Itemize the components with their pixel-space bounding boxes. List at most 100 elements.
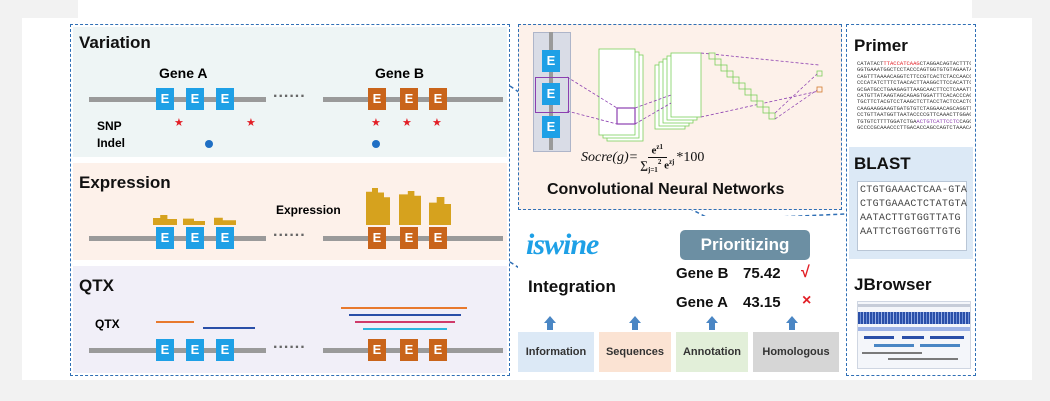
jbrowser-title: JBrowser [854, 275, 932, 294]
seq-line: TGCTTCTACGTCCTAAGCTCTTACCTACTCCACTGTGT [857, 98, 971, 106]
formula-sum-sup: 2 [657, 157, 662, 166]
indel-dot-icon [205, 140, 213, 148]
gap-dots: ...... [273, 84, 306, 101]
seq-line: GCGATGCCTGAAGAGTTAAGCAACTTCCTCAAATTCG [857, 85, 971, 93]
jb-track [858, 327, 970, 331]
gene-track [89, 236, 266, 241]
jb-feature [862, 352, 922, 354]
expression-bar [214, 217, 236, 225]
gene-track [89, 97, 266, 102]
seq-line: CAAGAAGGAAGTGATGTGTCTAGGAACAGCAGGTTCGT [857, 104, 971, 112]
exon: E [368, 227, 386, 249]
expression-label: Expression [276, 203, 341, 217]
expression-bar [399, 191, 421, 225]
source-homologous: Homologous [753, 332, 839, 372]
blast-section: BLAST CTGTGAAACTCAA-GTA CTGTGAAACTCTATGT… [849, 147, 973, 259]
expression-bar [153, 215, 177, 225]
jb-track [858, 312, 970, 324]
indel-dot-icon [372, 140, 380, 148]
top-strip [78, 0, 972, 18]
jb-feature [920, 344, 960, 347]
seq-line: CCCATATCTTTCTAACACTTAAGGCTTCCACATTCTA [857, 79, 971, 87]
primer-sequence: CATATACTTTACCATCAAGCTAGGACAGTACTTTGGG GG… [857, 61, 971, 141]
integration-title: Integration [528, 277, 616, 296]
qtx-section: QTX QTX ...... E E E E E E [73, 266, 507, 373]
exon: E [156, 227, 174, 249]
formula-sum-sub: j=1 [647, 165, 658, 174]
exon: E [400, 339, 418, 361]
prioritizing-badge: Prioritizing [680, 230, 810, 260]
formula-sum: ∑ [640, 159, 648, 172]
blast-line: CTGTGAAACTCAA-GTA [860, 185, 968, 196]
cnn-title: Convolutional Neural Networks [547, 181, 785, 198]
indel-label: Indel [97, 136, 126, 150]
exon: E [156, 339, 174, 361]
gap-dots: ...... [273, 335, 306, 352]
tools-panel: Primer CATATACTTTACCATCAAGCTAGGACAGTACTT… [846, 24, 976, 376]
seq-line: CATGTTATAAGTAGCAGAGTGGATTTCACACCCAGGT [857, 92, 971, 100]
exon: E [429, 88, 447, 110]
exon: E [542, 83, 560, 105]
exon: E [400, 227, 418, 249]
blast-title: BLAST [854, 154, 911, 173]
blast-line: AATACTTGTGGTTATG [860, 213, 961, 224]
snp-star-icon: ★ [246, 117, 256, 129]
exon: E [216, 339, 234, 361]
iswine-logo: iswine [526, 228, 599, 262]
cnn-network [566, 48, 823, 142]
jb-feature [888, 358, 958, 360]
expression-bar [429, 197, 451, 225]
snp-label: SNP [97, 119, 122, 133]
exon: E [216, 88, 234, 110]
jbrowser-thumbnail [857, 301, 971, 369]
blast-alignment: CTGTGAAACTCAA-GTA CTGTGAAACTCTATGTA AATA… [857, 181, 967, 251]
snp-star-icon: ★ [432, 117, 442, 129]
seq-line: TGTGTCTTTTGGATCTGAACTGTCATTCCTCCAGCCA [857, 117, 971, 125]
exon: E [542, 50, 560, 72]
formula-num-sup: z1 [656, 143, 664, 151]
jb-feature [902, 336, 924, 339]
cnn-panel: E E E Socre(g)= ez1 ∑j=1 [518, 24, 842, 210]
jb-feature [874, 344, 914, 347]
exon: E [156, 88, 174, 110]
qtx-interval [349, 314, 461, 316]
qtx-interval [156, 321, 194, 323]
formula-fraction: ez1 ∑j=12 ezj [640, 143, 674, 174]
gene-b-label: Gene B [375, 65, 425, 81]
source-annotation: Annotation [676, 332, 748, 372]
variation-title: Variation [79, 33, 151, 52]
jb-ruler [858, 304, 970, 307]
expression-section: Expression Expression ...... E E E E E E [73, 163, 507, 260]
formula-numerator: ez1 [647, 143, 668, 158]
cross-icon: × [802, 292, 812, 309]
exon: E [368, 339, 386, 361]
integration-panel: iswine Integration Prioritizing Gene B 7… [518, 216, 842, 376]
exon: E [429, 227, 447, 249]
expression-bar [183, 218, 205, 225]
expression-title: Expression [79, 173, 171, 192]
formula-lhs: Socre(g)= [581, 150, 639, 166]
gene-track [89, 348, 266, 353]
left-panel [70, 24, 510, 376]
result-gene: Gene A [676, 294, 728, 311]
iswine-logo-text: iswine [526, 228, 599, 261]
exon: E [186, 88, 204, 110]
qtx-interval [355, 321, 455, 323]
result-score: 43.15 [743, 294, 781, 311]
result-score: 75.42 [743, 265, 781, 282]
formula-den-sup: zj [668, 157, 675, 166]
formula-denominator: ∑j=12 ezj [640, 158, 674, 174]
snp-star-icon: ★ [402, 117, 412, 129]
seq-line: GCCCCGCAAACCCTTGACACCAGCCAGTCTAAACACTG [857, 124, 971, 132]
check-icon: √ [801, 264, 810, 281]
formula-tail: *100 [676, 150, 705, 166]
blast-line: AATTCTGGTGGTTGTG [860, 227, 961, 238]
gene-a-label: Gene A [159, 65, 208, 81]
exon: E [542, 116, 560, 138]
exon: E [186, 339, 204, 361]
qtx-label: QTX [95, 317, 120, 331]
source-sequences: Sequences [599, 332, 671, 372]
jb-feature [930, 336, 964, 339]
variation-section: Variation Gene A Gene B ...... E E E E E… [73, 27, 507, 157]
qtx-interval [363, 328, 447, 330]
